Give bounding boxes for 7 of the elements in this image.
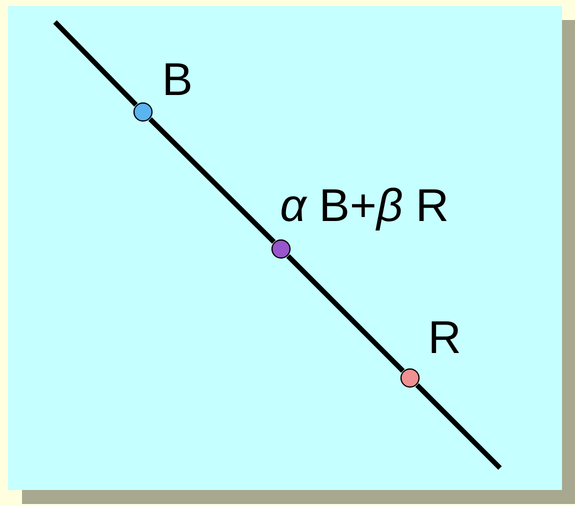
line-segment	[53, 20, 138, 107]
point-label: α B+β R	[280, 182, 449, 228]
line-segment	[286, 254, 405, 373]
point-label: B	[162, 56, 193, 102]
line-segment	[148, 117, 276, 244]
point-label: R	[428, 314, 462, 360]
line-segment	[415, 383, 502, 470]
